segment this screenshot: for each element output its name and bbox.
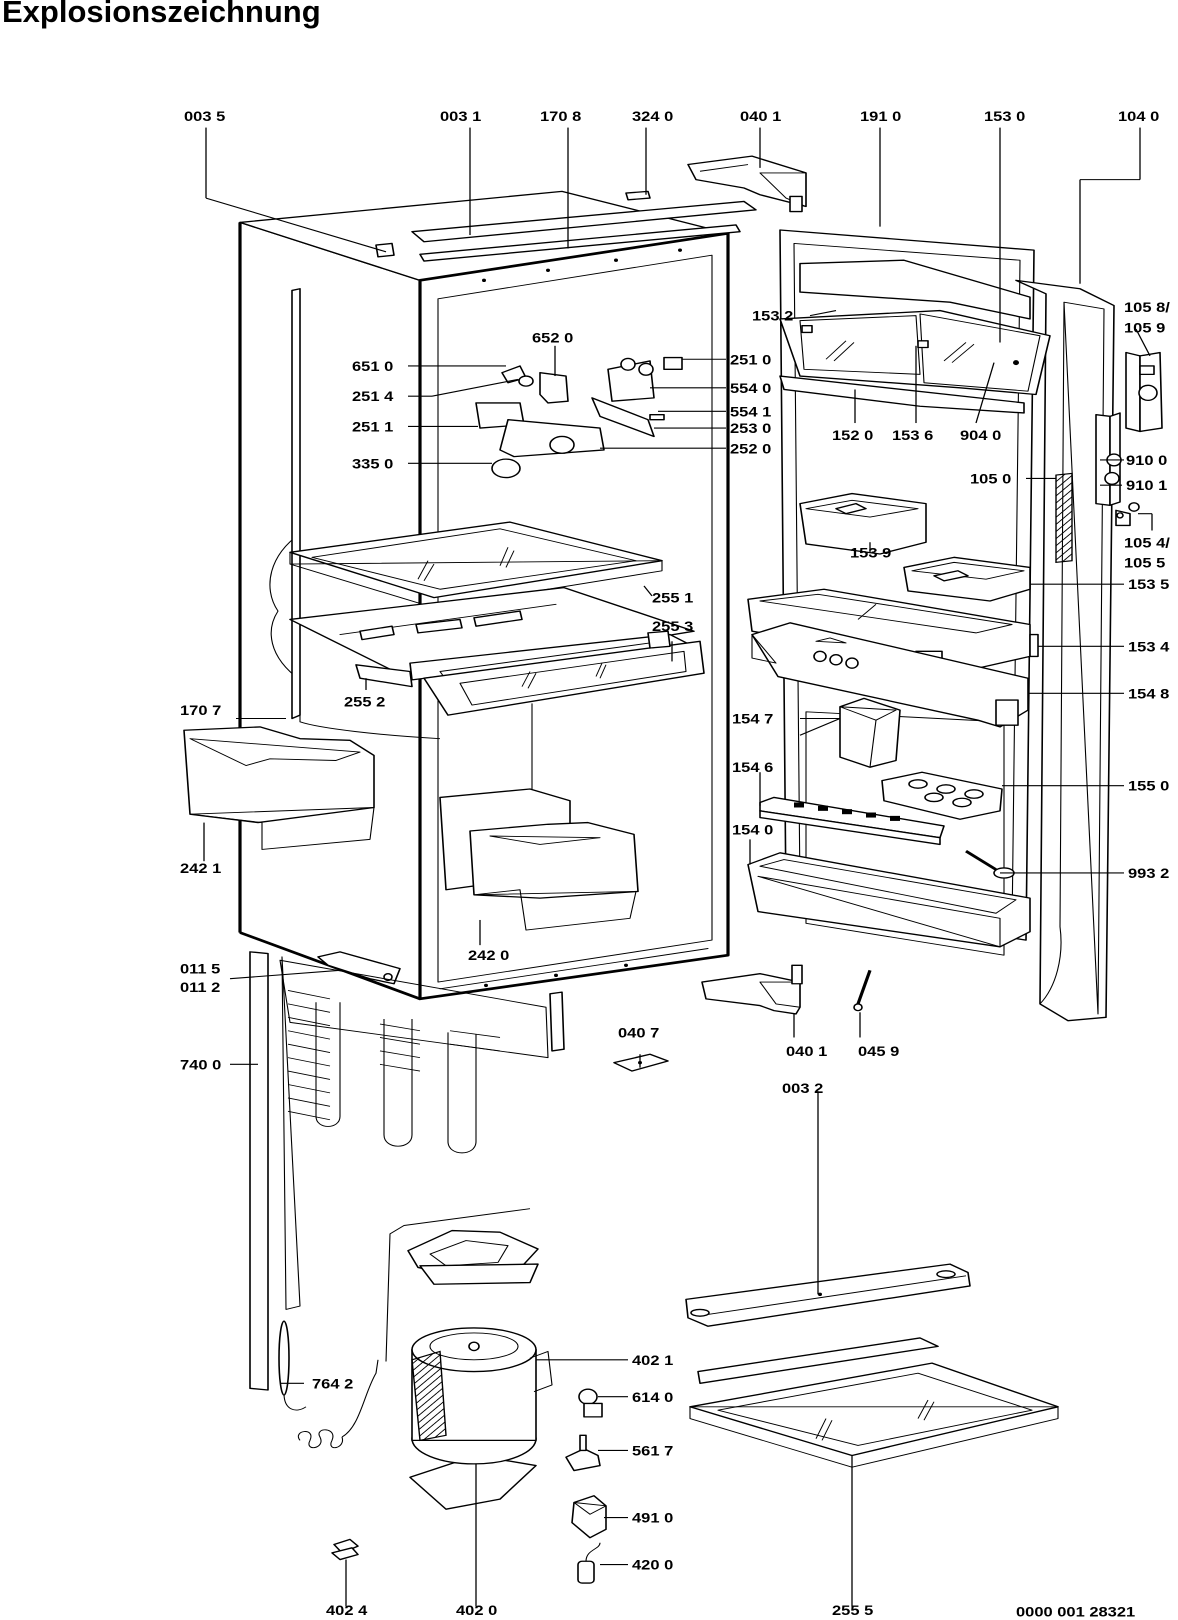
label-191-0: 191 0 (860, 109, 901, 124)
label-253-0: 253 0 (730, 421, 771, 436)
label-255-5: 255 5 (832, 1603, 874, 1618)
capillary-tube (278, 1208, 531, 1449)
label-255-1: 255 1 (652, 591, 694, 606)
label-324-0: 324 0 (632, 109, 673, 124)
label-003-1: 003 1 (440, 109, 482, 124)
label-105-8: 105 8/ (1124, 300, 1171, 315)
label-045-9: 045 9 (858, 1044, 899, 1059)
bottle-shelf-154-0 (747, 852, 1031, 948)
label-105-4: 105 4/ (1124, 535, 1171, 550)
label-003-5: 003 5 (184, 109, 226, 124)
label-154-6: 154 6 (732, 760, 773, 775)
egg-tray-155-0 (881, 771, 1003, 820)
bottle-rack-154-6 (759, 796, 945, 846)
label-153-0: 153 0 (984, 109, 1025, 124)
egg-box-153-9 (799, 492, 927, 555)
label-420-0: 420 0 (632, 1558, 673, 1573)
screw-045-9 (853, 969, 872, 1012)
label-153-2: 153 2 (752, 309, 793, 324)
left-trim-strip (249, 288, 301, 1391)
hinge-pin (1115, 502, 1140, 527)
label-910-0: 910 0 (1126, 453, 1167, 468)
label-252-0: 252 0 (730, 441, 771, 456)
label-154-0: 154 0 (732, 823, 773, 838)
label-740-0: 740 0 (180, 1058, 221, 1073)
glass-shelf-upper (289, 521, 663, 609)
door-strip-105-0 (1055, 472, 1073, 564)
label-402-4: 402 4 (326, 1603, 368, 1618)
bottom-bracket (317, 951, 401, 985)
label-105-9: 105 9 (1124, 321, 1165, 336)
clip-402-4 (331, 1538, 359, 1561)
label-651-0: 651 0 (352, 359, 393, 374)
thermostat-group (475, 356, 683, 479)
label-402-1: 402 1 (632, 1353, 674, 1368)
butter-compartment (779, 259, 1051, 414)
label-993-2: 993 2 (1128, 866, 1169, 881)
label-335-0: 335 0 (352, 457, 393, 472)
label-153-9: 153 9 (850, 546, 891, 561)
shelf-lower-frame (289, 586, 705, 716)
overload-561 (565, 1434, 601, 1472)
capacitor-420 (577, 1542, 601, 1584)
label-105-0: 105 0 (970, 472, 1011, 487)
label-154-7: 154 7 (732, 712, 773, 727)
label-040-7: 040 7 (618, 1026, 659, 1041)
label-003-2: 003 2 (782, 1081, 823, 1096)
top-rails (375, 190, 757, 262)
relay-614 (578, 1388, 603, 1418)
label-170-8: 170 8 (540, 109, 581, 124)
door-rail-154-8 (751, 622, 1029, 728)
label-104-0: 104 0 (1118, 109, 1159, 124)
label-011-2: 011 2 (180, 980, 220, 995)
crisper-drawer-outer (183, 726, 375, 850)
label-170-7: 170 7 (180, 703, 221, 718)
label-152-0: 152 0 (832, 428, 873, 443)
page-title: Explosionszeichnung (2, 0, 321, 29)
label-011-5: 011 5 (180, 962, 221, 977)
label-040-1-top: 040 1 (740, 109, 782, 124)
label-491-0: 491 0 (632, 1511, 673, 1526)
label-251-4: 251 4 (352, 389, 394, 404)
plinth-panel (685, 1263, 971, 1327)
label-652-0: 652 0 (532, 331, 573, 346)
label-242-1: 242 1 (180, 861, 222, 876)
label-251-1: 251 1 (352, 420, 394, 435)
bottom-glass-shelf (689, 1337, 1059, 1468)
bracket-040-7 (613, 1053, 669, 1072)
can-holder-154-7 (839, 697, 901, 768)
crisper-drawer-inner (469, 821, 639, 931)
condenser-grille (279, 956, 565, 1310)
label-255-2: 255 2 (344, 695, 385, 710)
label-155-0: 155 0 (1128, 779, 1169, 794)
label-910-1: 910 1 (1126, 478, 1168, 493)
label-153-6: 153 6 (892, 428, 933, 443)
label-154-8: 154 8 (1128, 687, 1169, 702)
label-904-0: 904 0 (960, 428, 1001, 443)
label-554-0: 554 0 (730, 381, 771, 396)
cover-491 (571, 1495, 607, 1539)
label-251-0: 251 0 (730, 352, 771, 367)
drawing-number: 0000 001 28321 (1016, 1605, 1136, 1620)
compressor (407, 1229, 553, 1510)
small-box-153-5 (903, 556, 1031, 602)
label-153-5: 153 5 (1128, 577, 1170, 592)
door-hinge-upper (1125, 351, 1163, 433)
door-closer (1095, 412, 1122, 506)
label-242-0: 242 0 (468, 948, 509, 963)
hinge-bottom (701, 964, 803, 1015)
label-255-3: 255 3 (652, 619, 693, 634)
label-402-0: 402 0 (456, 1603, 497, 1618)
label-561-7: 561 7 (632, 1444, 673, 1459)
label-105-5: 105 5 (1124, 556, 1166, 571)
leader-lines (203, 127, 1153, 1607)
label-614-0: 614 0 (632, 1390, 673, 1405)
label-554-1: 554 1 (730, 405, 772, 420)
label-764-2: 764 2 (312, 1377, 353, 1392)
part-labels: 003 5 003 1 170 8 324 0 040 1 191 0 153 … (180, 109, 1171, 1620)
label-153-4: 153 4 (1128, 640, 1170, 655)
hinge-top (687, 155, 807, 213)
label-040-1-bottom: 040 1 (786, 1044, 828, 1059)
